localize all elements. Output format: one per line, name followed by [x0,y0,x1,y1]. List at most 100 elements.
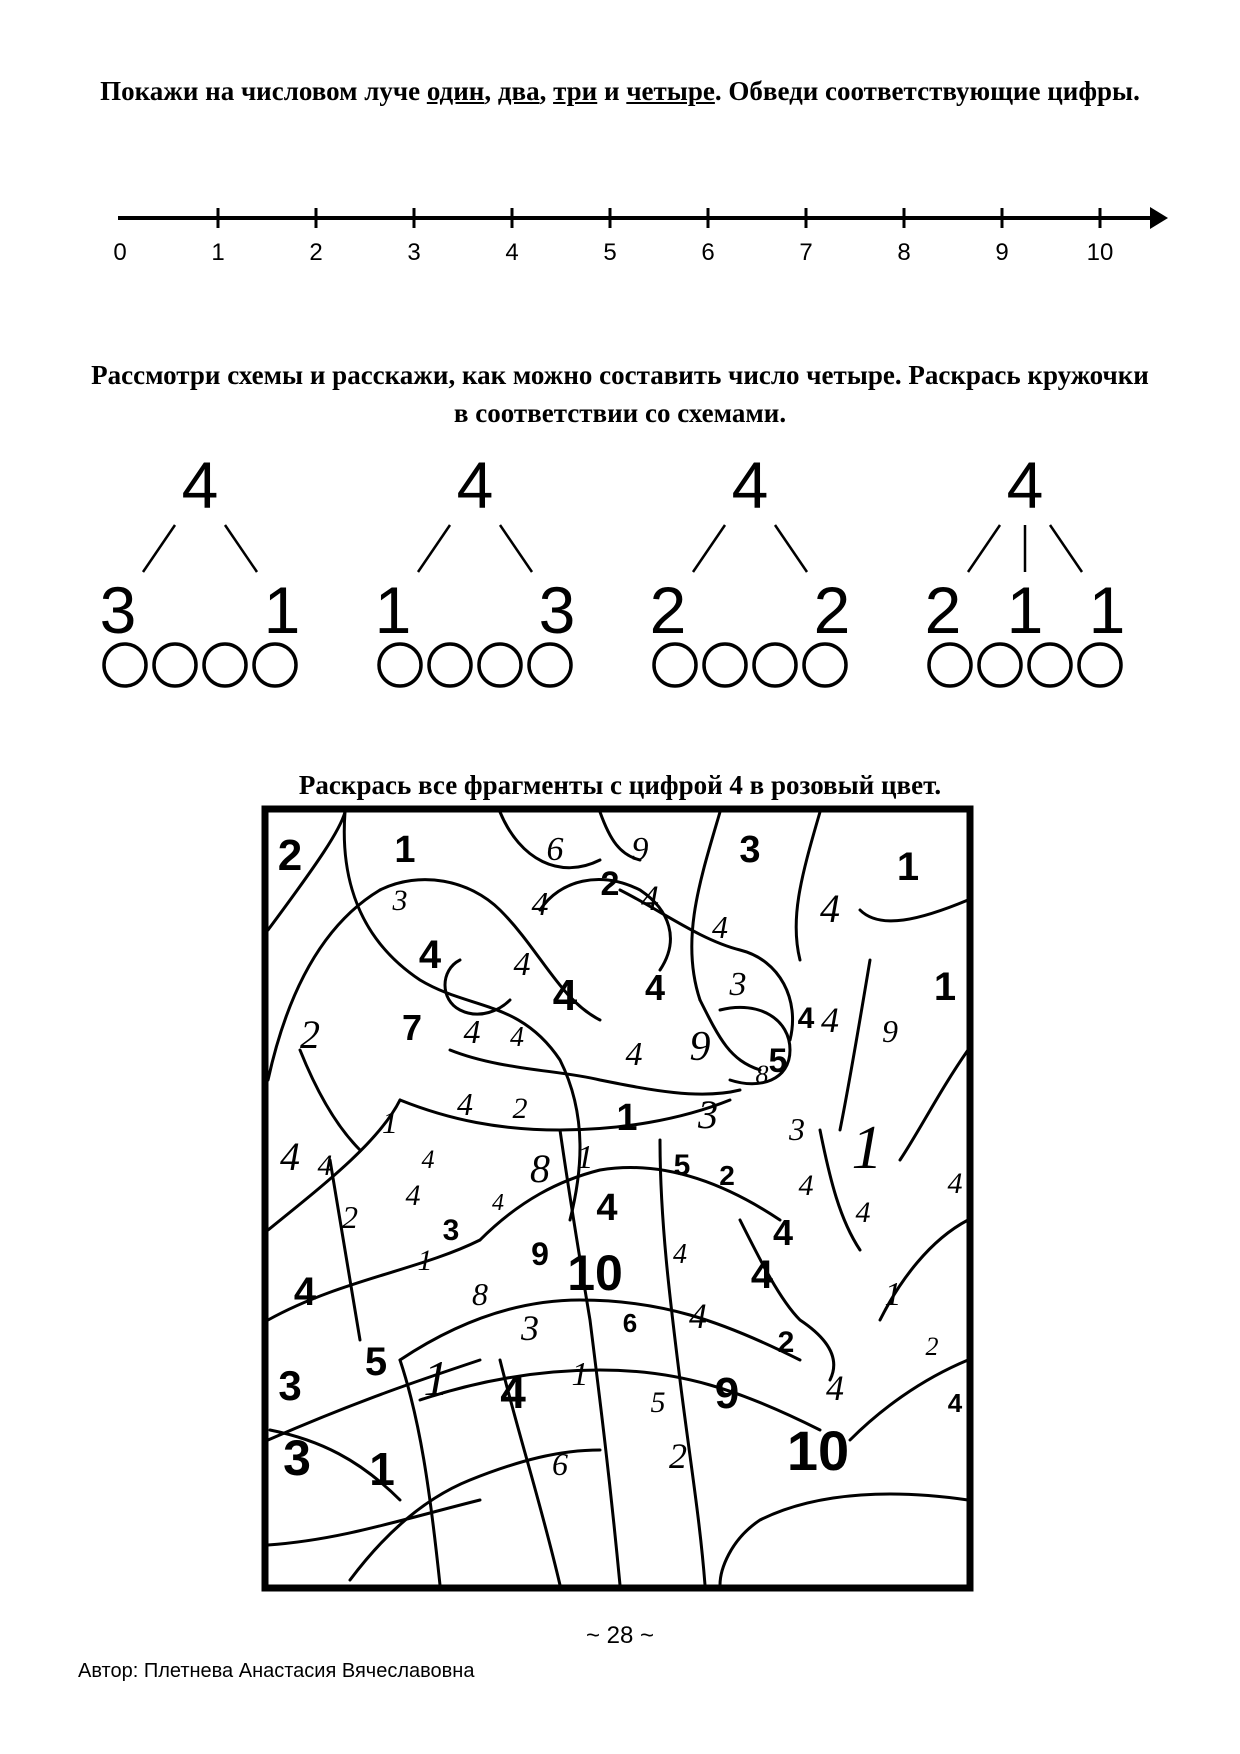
fragment-number[interactable]: 4 [712,909,728,945]
fragment-number[interactable]: 4 [626,1036,643,1073]
scheme-branch [141,524,177,573]
fragment-number[interactable]: 4 [280,1134,300,1179]
fragment-number[interactable]: 1 [934,965,956,1009]
coloring-circle[interactable] [752,642,798,688]
fragment-number[interactable]: 6 [552,1446,568,1482]
fragment-number[interactable]: 4 [500,1366,526,1418]
fragment-number[interactable]: 9 [882,1013,898,1049]
fragment-number[interactable]: 1 [852,1114,883,1182]
fragment-number[interactable]: 4 [751,1253,774,1297]
coloring-circle[interactable] [152,642,198,688]
fragment-number[interactable]: 1 [577,1139,594,1176]
fragment-number[interactable]: 1 [424,1350,449,1406]
fragment-number[interactable]: 4 [799,1169,814,1202]
coloring-circle[interactable] [527,642,573,688]
fragment-number[interactable]: 2 [778,1326,795,1359]
coloring-circle[interactable] [102,642,148,688]
fragment-number[interactable]: 9 [632,831,649,868]
fragment-number[interactable]: 4 [673,1239,687,1270]
coloring-circle[interactable] [477,642,523,688]
fragment-number[interactable]: 2 [342,1199,358,1235]
fragment-number[interactable]: 8 [530,1146,550,1191]
fragment-number[interactable]: 2 [278,831,302,880]
fragment-number[interactable]: 2 [926,1332,939,1361]
fragment-number[interactable]: 4 [596,1187,617,1229]
fragment-number[interactable]: 3 [697,1092,718,1137]
fragment-number[interactable]: 6 [547,831,564,868]
fragment-number[interactable]: 3 [739,829,760,871]
coloring-circle[interactable] [377,642,423,688]
coloring-circle[interactable] [1027,642,1073,688]
coloring-circle[interactable] [652,642,698,688]
fragment-number[interactable]: 1 [369,1443,395,1495]
fragment-number[interactable]: 4 [422,1145,435,1174]
coloring-circle[interactable] [977,642,1023,688]
fragment-number[interactable]: 4 [641,878,659,918]
fragment-number[interactable]: 3 [283,1430,311,1486]
fragment-number[interactable]: 9 [715,1369,739,1418]
fragment-number[interactable]: 3 [443,1214,460,1247]
fragment-number[interactable]: 3 [788,1111,805,1147]
fragment-number[interactable]: 4 [821,1000,839,1040]
fragment-number[interactable]: 1 [382,1104,398,1140]
scheme-part: 2 [925,573,962,647]
fragment-number[interactable]: 4 [457,1086,473,1122]
fragment-number[interactable]: 10 [787,1419,849,1482]
fragment-number[interactable]: 2 [669,1436,687,1476]
fragment-number[interactable]: 1 [897,845,919,889]
fragment-number[interactable]: 4 [798,1002,815,1035]
fragment-number[interactable]: 4 [318,1149,333,1182]
coloring-circle[interactable] [252,642,298,688]
fragment-number[interactable]: 4 [826,1368,844,1408]
fragment-number[interactable]: 4 [645,967,665,1008]
fragment-number[interactable]: 3 [392,884,408,917]
fragment-number[interactable]: 4 [532,886,549,923]
fragment-number[interactable]: 1 [394,829,415,871]
fragment-number[interactable]: 4 [492,1190,504,1216]
fragment-number[interactable]: 3 [278,1362,301,1409]
fragment-number[interactable]: 2 [513,1092,528,1125]
fragment-number[interactable]: 4 [510,1022,524,1053]
fragment-number[interactable]: 4 [948,1167,963,1200]
fragment-number[interactable]: 3 [729,966,747,1003]
fragment-number[interactable]: 4 [553,971,578,1020]
fragment-number[interactable]: 4 [856,1196,871,1229]
fragment-number[interactable]: 4 [514,946,531,983]
scheme-branch [691,524,727,573]
coloring-circle[interactable] [927,642,973,688]
fragment-number[interactable]: 5 [365,1340,387,1384]
fragment-number[interactable]: 1 [616,1097,637,1139]
fragment-number[interactable]: 9 [531,1236,549,1272]
fragment-number[interactable]: 4 [948,1388,963,1418]
fragment-number[interactable]: 5 [651,1386,666,1419]
fragment-number[interactable]: 8 [756,1060,769,1089]
fragment-number[interactable]: 1 [572,1356,589,1393]
coloring-circle[interactable] [702,642,748,688]
fragment-number[interactable]: 4 [406,1179,421,1212]
coloring-circle[interactable] [427,642,473,688]
fragment-number[interactable]: 4 [820,886,840,931]
fragment-number[interactable]: 3 [520,1308,539,1348]
coloring-circle[interactable] [202,642,248,688]
scheme-branch [223,524,259,573]
fragment-number[interactable]: 5 [674,1149,691,1182]
fragment-number[interactable]: 2 [719,1160,735,1191]
fragment-number[interactable]: 6 [623,1308,637,1338]
fragment-number[interactable]: 4 [464,1014,481,1051]
fragment-number[interactable]: 10 [567,1245,623,1301]
fragment-number[interactable]: 4 [773,1212,793,1253]
fragment-number[interactable]: 8 [472,1276,488,1312]
fragment-number[interactable]: 4 [689,1296,707,1336]
fragment-number[interactable]: 7 [402,1007,422,1048]
fragment-number[interactable]: 1 [418,1244,433,1277]
fragment-number[interactable]: 1 [885,1276,902,1313]
fragment-number[interactable]: 4 [294,1270,317,1314]
fragment-number[interactable]: 2 [601,865,620,903]
coloring-circle[interactable] [802,642,848,688]
fragment-number[interactable]: 5 [769,1042,788,1080]
fragment-number[interactable]: 9 [690,1024,711,1070]
fragment-number[interactable]: 2 [300,1012,320,1057]
fragment-number[interactable]: 4 [419,933,442,977]
coloring-circle[interactable] [1077,642,1123,688]
